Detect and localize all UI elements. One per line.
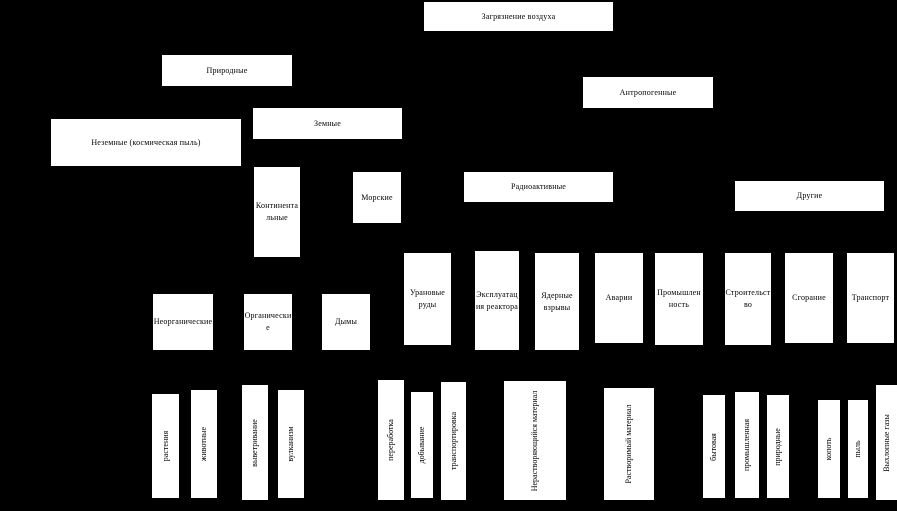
node-accidents: Аварии xyxy=(595,253,643,343)
node-extraction: добывание xyxy=(411,392,433,498)
node-industry-label: Промышленность xyxy=(657,288,701,309)
node-marine: Морские xyxy=(353,172,401,223)
node-exhaust-gases-label: Выхлопные газы xyxy=(882,413,891,472)
node-extraterrestrial: Неземные (космическая пыль) xyxy=(51,119,241,166)
node-natural: Природные xyxy=(162,55,292,86)
node-natural-kind-label: природные xyxy=(773,427,782,466)
node-combustion: Сгорание xyxy=(785,253,833,343)
node-smokes-label: Дымы xyxy=(334,317,358,326)
node-dust: пыль xyxy=(848,400,868,498)
node-volcanism-label: вулканизм xyxy=(286,426,295,462)
node-root: Загрязнение воздуха xyxy=(424,2,613,31)
node-combustion-label: Сгорание xyxy=(792,293,826,302)
node-insoluble-material-label: Нерастворяющийся материал xyxy=(530,390,539,491)
node-transport-label: Транспорт xyxy=(851,293,890,302)
node-animals: животные xyxy=(191,390,217,498)
node-inorganic: Неорганические xyxy=(153,294,213,350)
node-plants-label: растения xyxy=(160,430,170,462)
node-industry: Промышленность xyxy=(655,253,703,345)
node-organic-label: Органические xyxy=(244,311,292,332)
node-household: бытовая xyxy=(703,395,725,498)
node-other: Другие xyxy=(735,181,884,211)
node-natural-kind: природные xyxy=(767,395,789,498)
node-anthropogenic-label: Антропогенные xyxy=(619,87,677,97)
node-animals-label: животные xyxy=(199,426,208,462)
node-natural-label: Природные xyxy=(206,65,248,75)
node-industrial-label: промышленная xyxy=(742,418,751,472)
node-terrestrial: Земные xyxy=(253,108,402,139)
node-continental-label: Континентальные xyxy=(255,201,299,222)
node-soot: копоть xyxy=(818,400,840,498)
node-plants: растения xyxy=(152,394,179,498)
node-household-label: бытовая xyxy=(709,432,718,461)
node-anthropogenic: Антропогенные xyxy=(583,77,713,108)
node-soluble-material: Растворимый материал xyxy=(604,388,654,500)
node-transportation-label: транспортировка xyxy=(448,411,458,471)
node-smokes: Дымы xyxy=(322,294,370,350)
node-terrestrial-label: Земные xyxy=(313,118,342,128)
node-processing-label: переработка xyxy=(386,419,395,461)
node-industrial: промышленная xyxy=(735,392,759,498)
node-continental: Континентальные xyxy=(254,167,300,257)
node-accidents-label: Аварии xyxy=(605,293,633,302)
node-organic: Органические xyxy=(244,294,292,350)
node-transportation: транспортировка xyxy=(441,382,466,500)
node-nuclear-explosions: Ядерные взрывы xyxy=(535,253,579,350)
node-reactor-operation: Эксплуатация реактора xyxy=(475,251,519,350)
node-dust-label: пыль xyxy=(853,440,862,458)
node-other-label: Другие xyxy=(796,191,823,200)
node-volcanism: вулканизм xyxy=(278,390,304,498)
node-nuclear-explosions-label: Ядерные взрывы xyxy=(541,290,573,312)
node-radioactive-label: Радиоактивные xyxy=(510,182,567,191)
node-soluble-material-label: Растворимый материал xyxy=(624,404,633,484)
node-transport: Транспорт xyxy=(847,253,894,343)
node-inorganic-label: Неорганические xyxy=(153,317,213,326)
node-extraterrestrial-label: Неземные (космическая пыль) xyxy=(91,137,201,147)
node-construction-label: Строительство xyxy=(725,288,771,309)
node-insoluble-material: Нерастворяющийся материал xyxy=(504,381,566,500)
node-uranium-ores-label: Урановые руды xyxy=(409,288,446,309)
node-reactor-operation-label: Эксплуатация реактора xyxy=(475,289,519,311)
node-processing: переработка xyxy=(378,380,404,500)
node-radioactive: Радиоактивные xyxy=(464,172,613,202)
node-weathering: выветривание xyxy=(242,385,268,500)
node-exhaust-gases: Выхлопные газы xyxy=(876,385,897,500)
node-weathering-label: выветривание xyxy=(250,418,259,467)
node-extraction-label: добывание xyxy=(417,426,426,464)
node-root-label: Загрязнение воздуха xyxy=(481,11,556,21)
node-marine-label: Морские xyxy=(361,192,393,202)
node-uranium-ores: Урановые руды xyxy=(404,253,451,345)
node-construction: Строительство xyxy=(725,253,771,345)
node-soot-label: копоть xyxy=(824,437,833,461)
